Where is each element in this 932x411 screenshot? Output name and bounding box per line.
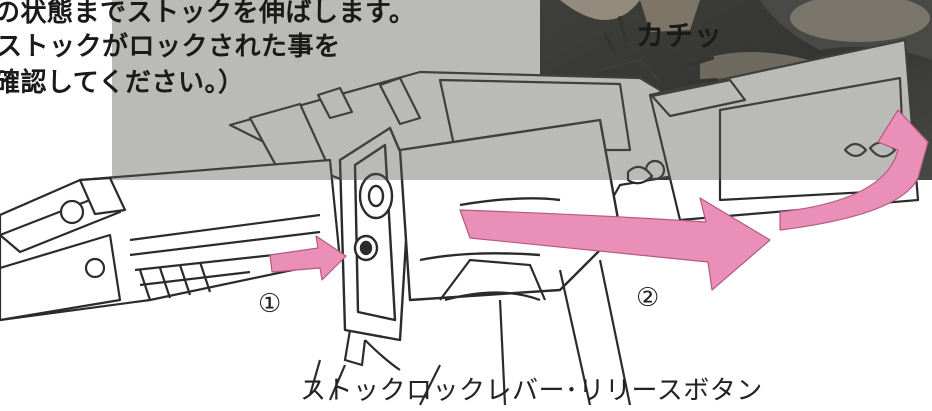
rotate-arrow-return-icon — [779, 109, 929, 231]
arrows — [269, 109, 929, 291]
click-sound-lines — [604, 16, 718, 84]
grip-and-lever — [308, 258, 632, 406]
part-caption: ストックロックレバー･リリースボタン — [300, 376, 763, 406]
push-arrow-icon — [269, 235, 347, 281]
instruction-line-3: 確認してください。） — [0, 68, 245, 98]
butt-plate — [338, 118, 622, 342]
overlay-band — [112, 0, 932, 180]
barrel-assembly — [0, 158, 342, 322]
step-2-marker: ② — [636, 283, 660, 313]
instruction-line-2: ストックがロックされた事を — [0, 32, 341, 62]
instruction-line-1: の状態までストックを伸ばします。 — [0, 0, 416, 28]
rotate-arrow-icon — [459, 197, 771, 291]
step-1-marker: ① — [258, 289, 282, 319]
sound-effect-label: カチッ — [636, 19, 724, 52]
